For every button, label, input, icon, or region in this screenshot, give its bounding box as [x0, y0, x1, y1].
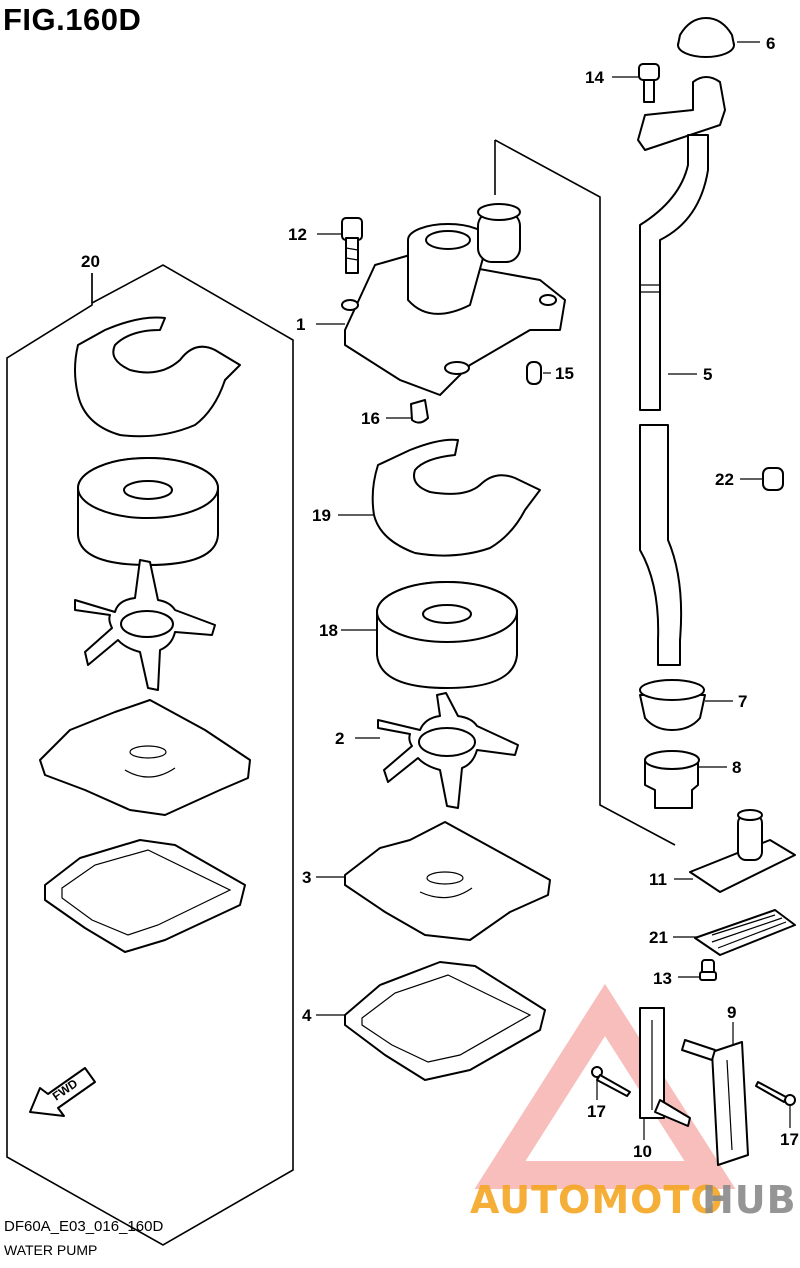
model-code: DF60A_E03_016_160D — [4, 1218, 164, 1235]
water-tube-5 — [637, 76, 726, 666]
leader-lines — [91, 41, 791, 1140]
grommet-7 — [639, 679, 706, 731]
section-name: WATER PUMP — [4, 1242, 98, 1258]
fwd-arrow-icon: FWD — [29, 1067, 96, 1117]
filter-21 — [694, 909, 796, 956]
joint-11 — [689, 809, 796, 893]
label-4: 4 — [302, 1006, 312, 1025]
label-20: 20 — [81, 252, 100, 271]
watermark-text-part1: AUTOMOTO — [470, 1178, 724, 1222]
label-9: 9 — [727, 1003, 736, 1022]
pin-15 — [526, 361, 542, 385]
label-6: 6 — [766, 34, 775, 53]
label-5: 5 — [703, 365, 712, 384]
kit-20-impeller — [74, 559, 216, 691]
label-2: 2 — [335, 729, 344, 748]
label-22: 22 — [715, 470, 734, 489]
label-14: 14 — [585, 68, 604, 87]
label-7: 7 — [738, 692, 747, 711]
screw-17-right — [755, 1081, 796, 1106]
gasket-4 — [344, 961, 546, 1081]
kit-20-pump-liner — [77, 457, 219, 566]
figure-title: FIG.160D — [3, 2, 142, 37]
kit-20-wear-plate — [39, 699, 251, 816]
label-17a: 17 — [587, 1102, 606, 1121]
watermark-text-part2: HUB — [702, 1178, 797, 1222]
label-15: 15 — [555, 364, 574, 383]
label-8: 8 — [732, 758, 741, 777]
label-3: 3 — [302, 868, 311, 887]
label-19: 19 — [312, 506, 331, 525]
impeller-2 — [377, 692, 519, 809]
cap-22 — [762, 467, 784, 491]
label-17b: 17 — [780, 1130, 799, 1149]
screw-17-left — [591, 1066, 631, 1097]
pump-liner-18 — [376, 581, 518, 689]
bolt-12 — [341, 217, 363, 274]
bolt-14 — [638, 63, 660, 103]
case-bracket-line-2 — [494, 139, 676, 846]
wear-plate-3 — [344, 821, 551, 941]
label-18: 18 — [319, 621, 338, 640]
label-1: 1 — [296, 315, 305, 334]
kit-20-outline — [6, 264, 294, 1246]
label-11: 11 — [649, 870, 667, 889]
label-13: 13 — [653, 969, 672, 988]
seal-ring-19 — [371, 438, 541, 557]
label-16: 16 — [361, 409, 380, 428]
kit-20-gasket — [44, 839, 246, 953]
screen-9 — [681, 1039, 749, 1166]
label-12: 12 — [288, 225, 307, 244]
callout-labels: 1 2 3 4 5 6 7 8 9 10 11 12 13 14 15 16 1… — [81, 34, 799, 1161]
label-21: 21 — [649, 928, 668, 947]
sleeve-8 — [644, 750, 700, 809]
bolt-13 — [699, 959, 717, 981]
label-10: 10 — [633, 1142, 652, 1161]
key-16 — [410, 399, 429, 424]
kit-20-seal-ring — [74, 316, 241, 438]
pump-case — [341, 203, 566, 396]
grommet-6 — [677, 17, 735, 58]
screen-10 — [639, 1007, 691, 1127]
